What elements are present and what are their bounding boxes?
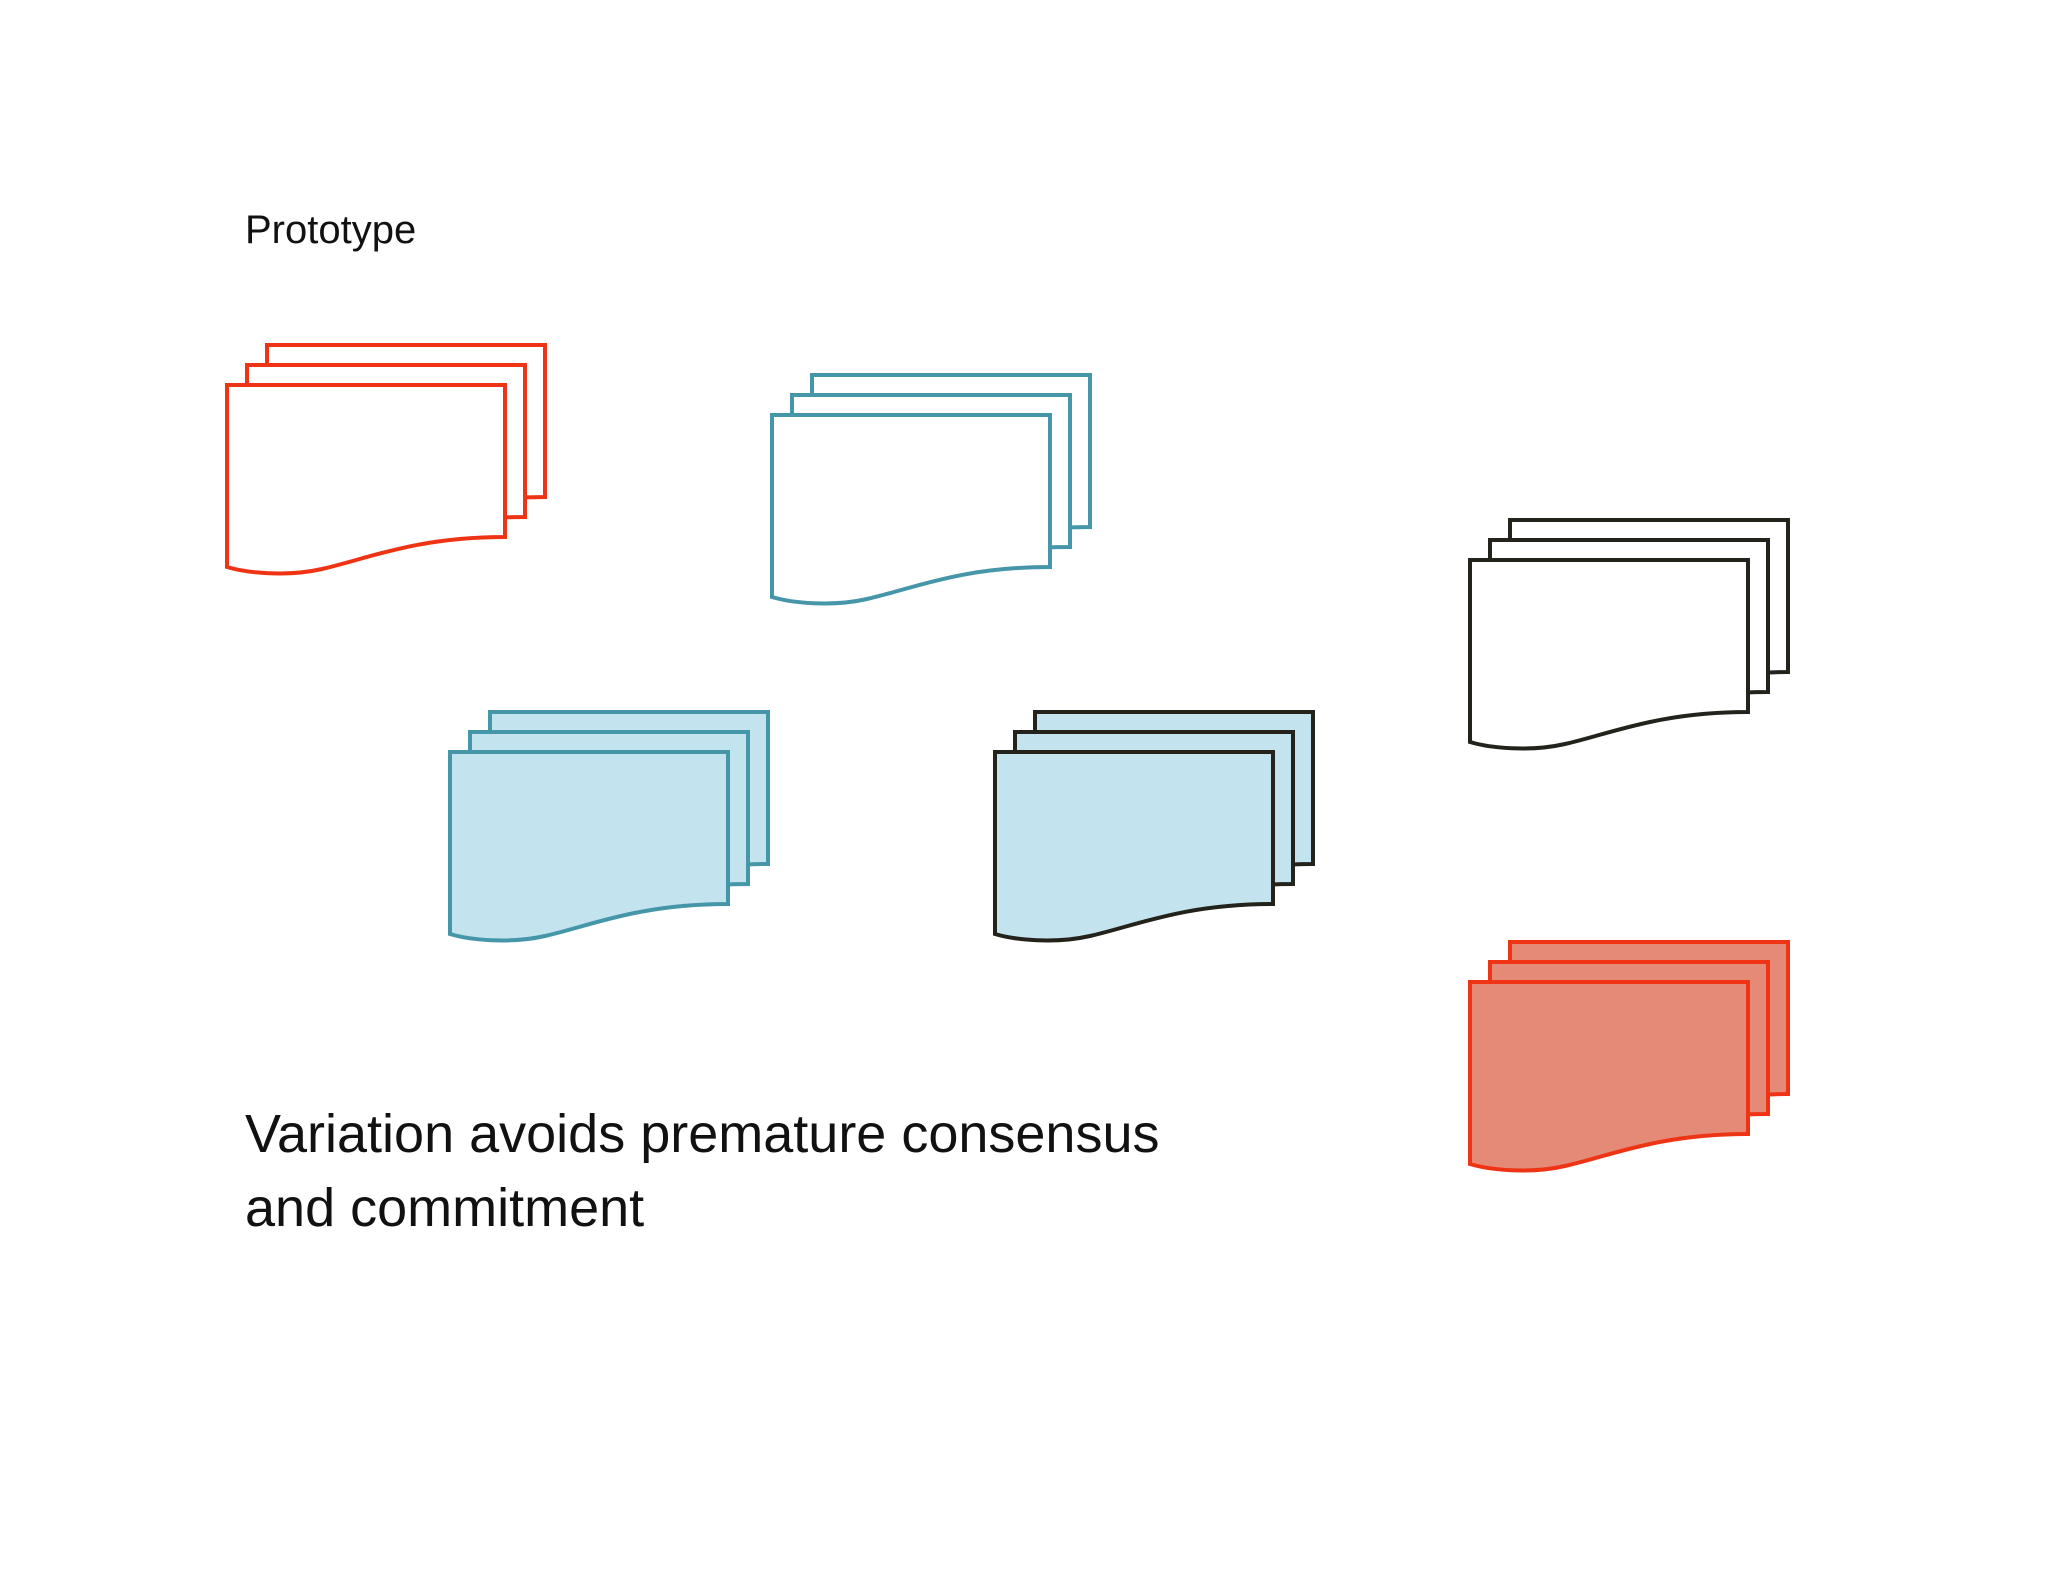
document-sheet-3 xyxy=(225,383,507,576)
document-stack-black-outline xyxy=(1468,518,1790,751)
caption-line-2: and commitment xyxy=(245,1178,645,1238)
document-sheet-3 xyxy=(448,750,730,943)
caption-line-1: Variation avoids premature consensus xyxy=(245,1104,1160,1164)
document-sheet-3 xyxy=(993,750,1275,943)
document-stack-red-filled xyxy=(1468,940,1790,1173)
document-stack-teal-outline xyxy=(770,373,1092,606)
document-stack-black-filled xyxy=(993,710,1315,943)
slide-title: Prototype xyxy=(245,208,417,252)
document-sheet-3 xyxy=(1468,980,1750,1173)
document-stack-teal-filled xyxy=(448,710,770,943)
slide-caption: Variation avoids premature consensus and… xyxy=(245,1097,1160,1245)
document-sheet-3 xyxy=(1468,558,1750,751)
document-sheet-3 xyxy=(770,413,1052,606)
document-stack-red-outline xyxy=(225,343,547,576)
